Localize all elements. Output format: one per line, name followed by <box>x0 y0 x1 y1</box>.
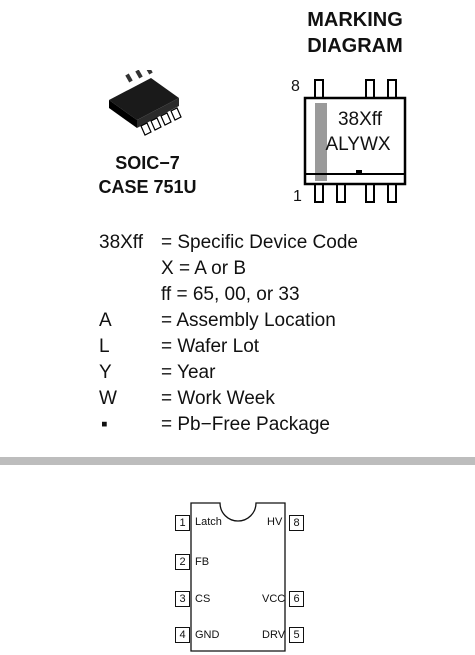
legend-desc: = Year <box>161 362 216 383</box>
chip-marking-line2: ALYWX <box>325 134 391 155</box>
section-divider <box>0 457 475 465</box>
legend-desc: = Wafer Lot <box>161 336 260 357</box>
ic-body-outline <box>190 502 286 652</box>
pin-number-box: 2 <box>175 554 190 570</box>
pin-number-box: 4 <box>175 627 190 643</box>
legend-code: L <box>99 336 110 357</box>
marking-diagram-title-line2: DIAGRAM <box>307 35 403 57</box>
legend-code: W <box>99 388 117 409</box>
pin-name: CS <box>195 593 211 605</box>
marking-chip-diagram <box>303 79 407 203</box>
legend-desc: = Pb−Free Package <box>161 414 330 435</box>
legend-code: ▪ <box>101 414 108 435</box>
marking-diagram-title: MARKING <box>307 9 403 31</box>
pin-8-marker: 8 <box>291 78 300 95</box>
pin-name: VCC <box>262 593 286 605</box>
legend-code: Y <box>99 362 112 383</box>
pin-number-box: 1 <box>175 515 190 531</box>
pin-number-box: 3 <box>175 591 190 607</box>
pin-number-box: 5 <box>289 627 304 643</box>
pin-name: GND <box>195 629 220 641</box>
legend-desc: = Assembly Location <box>161 310 336 331</box>
pin-name: DRV <box>262 629 286 641</box>
legend-code: A <box>99 310 112 331</box>
soic-package-illustration <box>109 70 182 136</box>
package-case: CASE 751U <box>98 177 197 197</box>
legend-desc: = Specific Device Code <box>161 232 358 253</box>
pin-name: HV <box>267 516 283 528</box>
legend-desc: = Work Week <box>161 388 275 409</box>
pin-name: Latch <box>195 516 222 528</box>
pin-1-marker: 1 <box>293 188 302 205</box>
pin-number-box: 8 <box>289 515 304 531</box>
legend-code: 38Xff <box>99 232 144 253</box>
legend-desc: X = A or B <box>161 258 247 279</box>
package-name: SOIC−7 <box>115 153 180 173</box>
pin-name: FB <box>195 556 210 568</box>
legend-desc: ff = 65, 00, or 33 <box>161 284 300 305</box>
pin-number-box: 6 <box>289 591 304 607</box>
chip-marking-line1: 38Xff <box>337 109 383 130</box>
